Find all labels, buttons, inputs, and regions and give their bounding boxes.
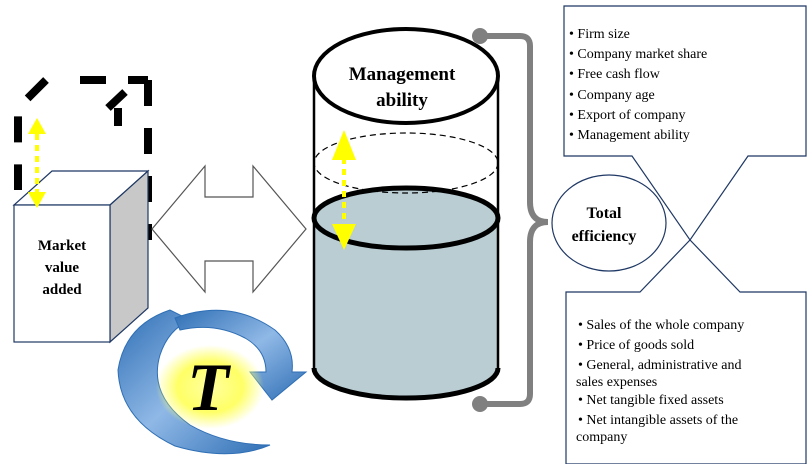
bottom-factor-item: company — [576, 430, 627, 445]
box-yellow-arrow — [28, 118, 46, 208]
top-factor-item: • Free cash flow — [569, 67, 661, 82]
bottom-factor-item: sales expenses — [576, 375, 657, 390]
bottom-factor-item: • Sales of the whole company — [578, 318, 744, 333]
bracket-connector — [472, 28, 549, 412]
market-value-label-line1: Market — [38, 238, 86, 254]
cylinder-yellow-arrow — [332, 130, 356, 250]
total-efficiency-line2: efficiency — [572, 228, 637, 245]
market-value-box: Market value added — [12, 169, 150, 344]
top-factor-item: • Management ability — [569, 128, 690, 143]
market-value-label-line2: value — [45, 260, 80, 276]
cylinder-label-line2: ability — [376, 90, 428, 111]
double-arrow — [151, 164, 307, 294]
bottom-factor-item: • Net tangible fixed assets — [578, 393, 724, 408]
bottom-factors-list: • Sales of the whole company • Price of … — [576, 318, 744, 445]
bottom-factors-callout — [565, 239, 807, 464]
management-cylinder: Management ability — [311, 27, 501, 401]
dashed-box-outline — [14, 76, 152, 240]
bottom-factor-item: • Net intangible assets of the — [578, 413, 738, 428]
cylinder-label-line1: Management — [349, 64, 456, 85]
market-value-label-line3: added — [42, 282, 82, 298]
bottom-factor-item: • General, administrative and — [578, 358, 742, 373]
top-factors-callout — [563, 5, 807, 242]
top-factor-item: • Export of company — [569, 108, 685, 123]
total-efficiency-node: Total efficiency — [551, 174, 667, 272]
bottom-factor-item: • Price of goods sold — [578, 338, 694, 353]
tau-symbol: T — [187, 349, 231, 425]
cycle-tau-icon: T — [117, 309, 308, 455]
top-factor-item: • Firm size — [569, 27, 630, 42]
top-factor-item: • Company age — [569, 88, 655, 103]
top-factor-item: • Company market share — [569, 47, 707, 62]
total-efficiency-line1: Total — [587, 205, 623, 222]
top-factors-list: • Firm size • Company market share • Fre… — [569, 27, 707, 143]
